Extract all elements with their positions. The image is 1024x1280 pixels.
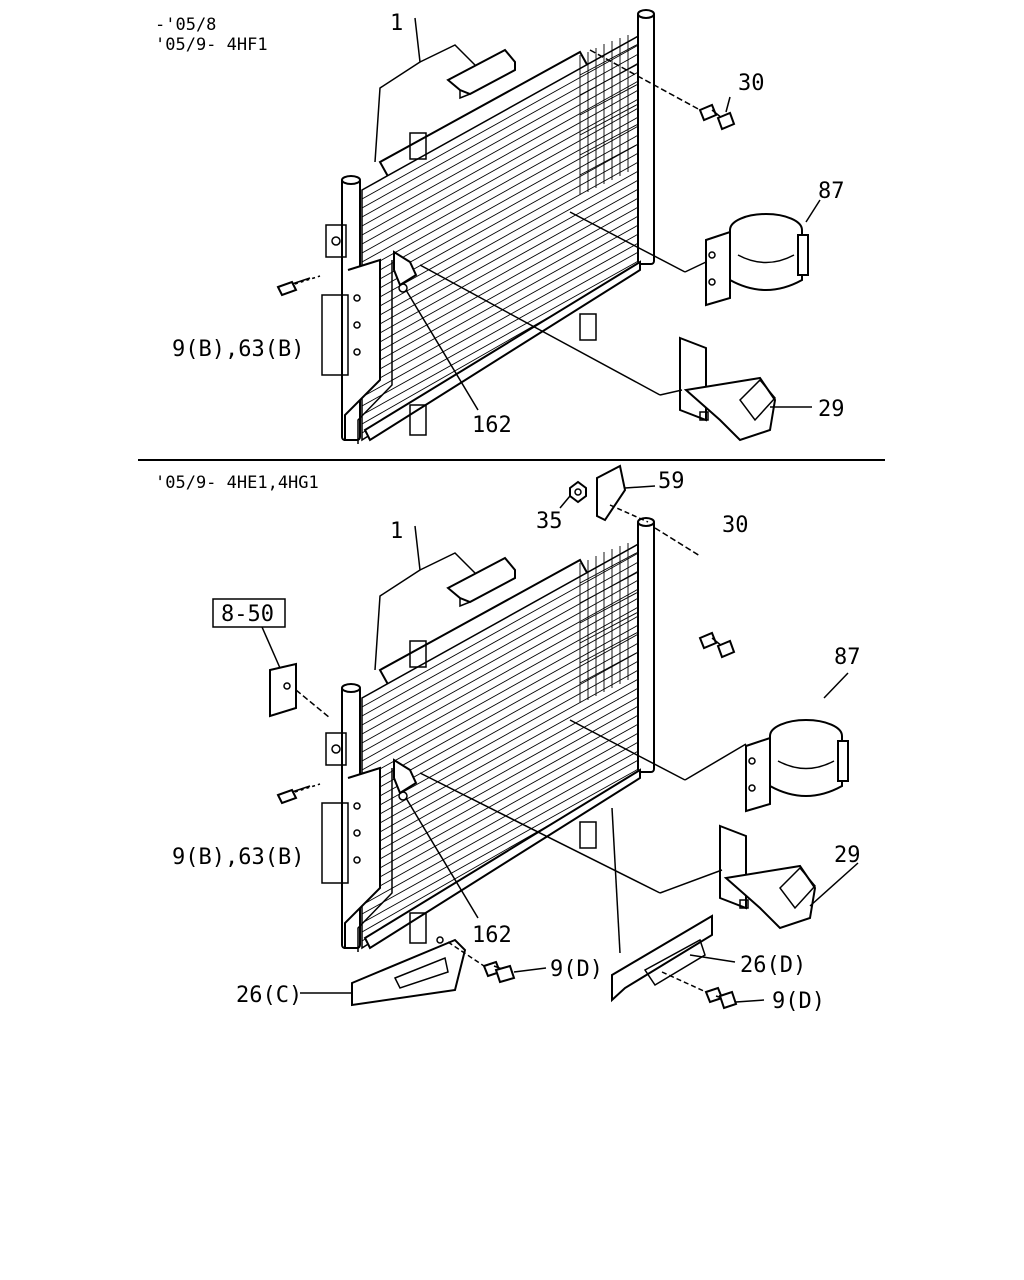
top-label-clamp-bracket: 87 xyxy=(818,179,845,204)
bottom-label-fastener-mid: 162 xyxy=(472,923,512,948)
top-caption-line1: -'05/8 xyxy=(155,15,216,35)
top-assembly xyxy=(277,9,821,445)
bottom-extra-parts xyxy=(212,464,765,1010)
top-label-fastener-mid: 162 xyxy=(472,413,512,438)
top-label-bracket-lower: 29 xyxy=(818,397,845,422)
bottom-label-bracket-top: 59 xyxy=(658,469,685,494)
bottom-label-ref-box: 8-50 xyxy=(221,602,274,627)
bottom-label-bolt-upper: 30 xyxy=(722,513,749,538)
top-caption-line2: '05/9- 4HF1 xyxy=(155,35,268,55)
bottom-assembly xyxy=(277,517,859,954)
bottom-label-bolt-d-left: 9(D) xyxy=(550,957,603,982)
top-label-bolt-upper: 30 xyxy=(738,71,765,96)
bottom-label-bolt-d-right: 9(D) xyxy=(772,989,825,1014)
top-label-bolt-side: 9(B),63(B) xyxy=(172,337,304,362)
top-label-condenser: 1 xyxy=(390,11,403,36)
bottom-label-nut: 35 xyxy=(536,509,563,534)
bottom-label-bracket-c: 26(C) xyxy=(236,983,302,1008)
bottom-label-clamp-bracket: 87 xyxy=(834,645,861,670)
bottom-label-condenser: 1 xyxy=(390,519,403,544)
ref-box-8-50 xyxy=(212,598,286,628)
bottom-label-bolt-side: 9(B),63(B) xyxy=(172,845,304,870)
bottom-caption: '05/9- 4HE1,4HG1 xyxy=(155,473,319,493)
bottom-label-bracket-d: 26(D) xyxy=(740,953,806,978)
bottom-label-bracket-lower: 29 xyxy=(834,843,861,868)
